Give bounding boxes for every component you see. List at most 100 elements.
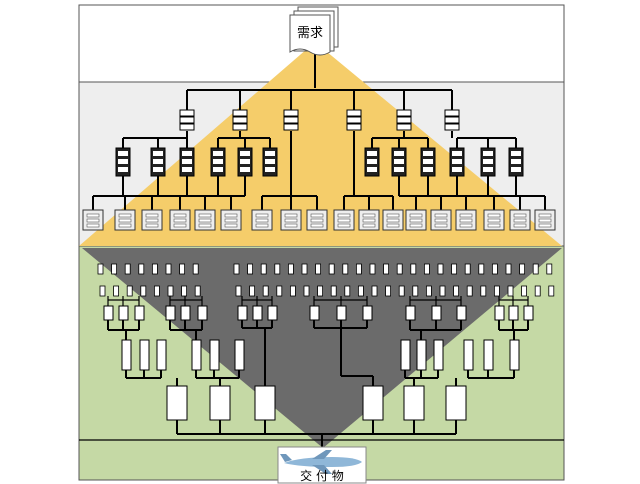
unit-block-row2 (126, 285, 133, 297)
unit-block-row1 (287, 263, 294, 275)
unit-block-row2 (371, 285, 378, 297)
level3-module (194, 209, 216, 231)
level2-module (449, 147, 465, 177)
level1-module (179, 109, 195, 131)
deliverable-label: 交 付 物 (300, 468, 344, 483)
subsystem-block (156, 339, 167, 371)
unit-block-row2 (412, 285, 419, 297)
unit-block-row1 (396, 263, 403, 275)
component-block (523, 305, 534, 321)
document-stack-icon (289, 6, 339, 56)
level3-module (114, 209, 136, 231)
subsystem-block (191, 339, 202, 371)
unit-block-row1 (138, 263, 145, 275)
subsystem-block (416, 339, 427, 371)
component-block (197, 305, 208, 321)
level3-module (534, 209, 556, 231)
system-block (403, 385, 425, 421)
unit-block-row2 (276, 285, 283, 297)
system-block (445, 385, 467, 421)
component-block (267, 305, 278, 321)
level3-module (306, 209, 328, 231)
unit-block-row1 (247, 263, 254, 275)
level3-module (405, 209, 427, 231)
airplane-icon (280, 450, 362, 474)
unit-block-row1 (111, 263, 117, 275)
unit-block-row2 (480, 285, 487, 297)
subsystem-block (509, 339, 520, 371)
subsystem-block (483, 339, 494, 371)
unit-block-row1 (532, 263, 539, 275)
level3-module (169, 209, 191, 231)
level1-module (232, 109, 248, 131)
unit-block-row1 (383, 263, 390, 275)
unit-block-row2 (194, 285, 201, 297)
level2-module (262, 147, 278, 177)
unit-block-row1 (179, 263, 186, 275)
connector-lines (79, 52, 564, 447)
unit-block-row2 (181, 285, 188, 297)
component-block (165, 305, 176, 321)
module-blocks (82, 109, 556, 421)
unit-block-row2 (453, 285, 460, 297)
level1-module (283, 109, 299, 131)
unit-block-row2 (534, 285, 541, 297)
unit-block-row2 (330, 285, 337, 297)
unit-block-row1 (369, 263, 376, 275)
unit-block-row1 (342, 263, 349, 275)
subsystem-block (209, 339, 220, 371)
unit-block-row1 (233, 263, 240, 275)
component-block (405, 305, 416, 321)
component-block (252, 305, 263, 321)
unit-block-row2 (548, 285, 555, 297)
requirement-label: 需求 (297, 26, 323, 41)
unit-block-row1 (519, 263, 525, 275)
unit-block-row2 (303, 285, 310, 297)
unit-block-row2 (262, 285, 269, 297)
unit-block-row2 (493, 285, 500, 297)
level3-module (280, 209, 302, 231)
unit-block-row2 (289, 285, 296, 297)
component-block (456, 305, 467, 321)
level3-module (483, 209, 505, 231)
subsystem-block (139, 339, 150, 371)
component-block (118, 305, 129, 321)
component-block (362, 305, 373, 321)
level3-module (251, 209, 273, 231)
component-block (309, 305, 320, 321)
unit-block-row1 (260, 263, 267, 275)
unit-block-row2 (398, 285, 405, 297)
component-block (494, 305, 505, 321)
unit-block-row2 (167, 285, 174, 297)
unit-block-row1 (301, 263, 308, 275)
component-block (180, 305, 191, 321)
level1-module (346, 109, 362, 131)
component-block (336, 305, 347, 321)
level3-module (333, 209, 355, 231)
level2-module (237, 147, 253, 177)
unit-block-row1 (315, 263, 322, 275)
level2-module (480, 147, 496, 177)
level2-module (364, 147, 380, 177)
level3-module (220, 209, 242, 231)
unit-block-row1 (355, 263, 362, 275)
unit-block-row2 (113, 285, 119, 297)
unit-block-row1 (491, 263, 498, 275)
unit-block-row1 (451, 263, 458, 275)
unit-block-row2 (317, 285, 324, 297)
unit-block-row2 (357, 285, 364, 297)
subsystem-block (463, 339, 474, 371)
unit-block-row1 (124, 263, 131, 275)
unit-block-row2 (99, 285, 106, 297)
level3-module (430, 209, 452, 231)
unit-block-row1 (274, 263, 281, 275)
unit-block-row2 (385, 285, 392, 297)
subsystem-block (234, 339, 245, 371)
unit-block-row1 (97, 263, 104, 275)
level2-module (150, 147, 166, 177)
system-block (166, 385, 188, 421)
unit-block-row2 (507, 285, 514, 297)
level2-module (391, 147, 407, 177)
level2-module (179, 147, 195, 177)
level2-module (420, 147, 436, 177)
